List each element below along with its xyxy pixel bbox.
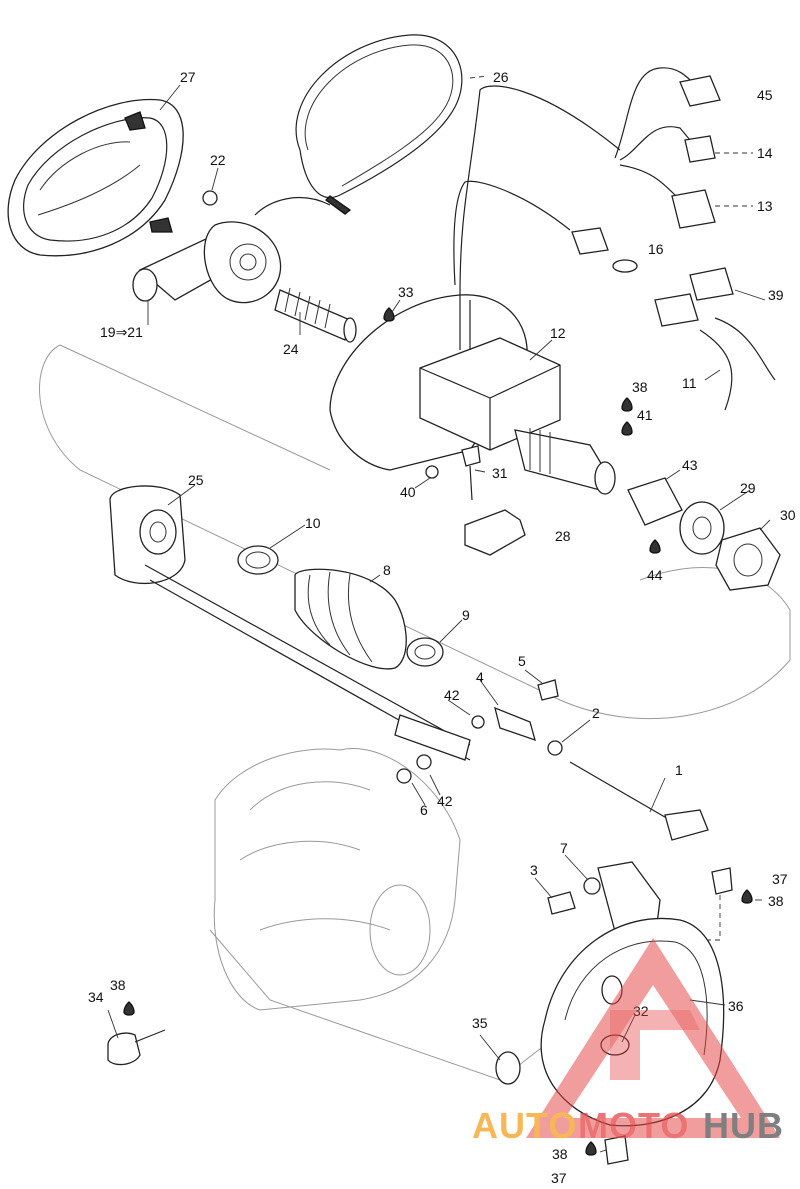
small-hardware-upper bbox=[383, 307, 526, 556]
callout-16: 16 bbox=[648, 241, 664, 257]
callout-11: 11 bbox=[682, 375, 697, 391]
callout-42-lower: 42 bbox=[437, 793, 453, 809]
engine-block bbox=[209, 748, 546, 1081]
callout-12: 12 bbox=[550, 325, 566, 341]
watermark-text-moto: MOTO bbox=[578, 1105, 689, 1146]
watermark-text-hub: HUB bbox=[703, 1105, 784, 1146]
shaft-and-mount bbox=[109, 485, 471, 761]
callout-37-bottom: 37 bbox=[551, 1170, 567, 1186]
callout-3: 3 bbox=[530, 862, 538, 878]
callout-9: 9 bbox=[462, 607, 470, 623]
motor-assembly bbox=[132, 190, 331, 304]
callout-38-left: 38 bbox=[110, 977, 126, 993]
callout-25: 25 bbox=[188, 472, 204, 488]
callout-24: 24 bbox=[283, 341, 299, 357]
callout-38-bottom: 38 bbox=[552, 1146, 568, 1162]
callout-42-upper: 42 bbox=[444, 687, 460, 703]
callout-37-upper: 37 bbox=[772, 871, 788, 887]
callout-38-upper: 38 bbox=[632, 379, 648, 395]
callout-14: 14 bbox=[757, 145, 773, 161]
callout-22: 22 bbox=[210, 152, 226, 168]
callout-19-21: 19⇒21 bbox=[100, 324, 143, 340]
callout-39: 39 bbox=[768, 287, 784, 303]
callout-10: 10 bbox=[305, 515, 321, 531]
callout-5: 5 bbox=[518, 653, 526, 669]
callout-2: 2 bbox=[592, 705, 600, 721]
callout-45: 45 bbox=[757, 87, 773, 103]
cable-loop bbox=[295, 34, 463, 215]
callout-8: 8 bbox=[383, 562, 391, 578]
watermark-triangle bbox=[526, 938, 780, 1138]
boot-and-clamps bbox=[237, 545, 444, 670]
actuator-housing bbox=[329, 85, 621, 495]
callout-4: 4 bbox=[476, 669, 484, 685]
callout-43: 43 bbox=[682, 457, 698, 473]
callout-26: 26 bbox=[493, 69, 509, 85]
callout-31: 31 bbox=[492, 465, 508, 481]
right-side-hardware bbox=[621, 397, 781, 591]
watermark-logo: AUTO MOTO HUB bbox=[472, 938, 784, 1146]
leader-lines bbox=[107, 75, 771, 1153]
bolt-34 bbox=[107, 1001, 166, 1066]
watermark-inner-mark bbox=[610, 1010, 700, 1080]
callout-6: 6 bbox=[420, 802, 428, 818]
callout-35: 35 bbox=[472, 1015, 488, 1031]
callout-27: 27 bbox=[180, 69, 196, 85]
callout-numbers: 27 22 26 45 14 13 16 33 39 19⇒21 24 12 1… bbox=[88, 69, 796, 1186]
watermark-text-auto: AUTO bbox=[472, 1105, 577, 1146]
callout-28: 28 bbox=[555, 528, 571, 544]
callout-40: 40 bbox=[400, 484, 416, 500]
callout-38-right: 38 bbox=[768, 893, 784, 909]
wiring-harness bbox=[571, 67, 776, 411]
callout-34: 34 bbox=[88, 989, 104, 1005]
callout-30: 30 bbox=[780, 507, 796, 523]
callout-13: 13 bbox=[757, 198, 773, 214]
worm-screw bbox=[274, 287, 357, 343]
callout-1: 1 bbox=[675, 762, 683, 778]
callout-29: 29 bbox=[740, 480, 756, 496]
callout-7: 7 bbox=[560, 840, 568, 856]
phantom-outline-top bbox=[59, 344, 331, 471]
callout-36: 36 bbox=[728, 998, 744, 1014]
callout-41: 41 bbox=[637, 407, 653, 423]
linkage bbox=[394, 679, 709, 841]
callout-44: 44 bbox=[647, 567, 663, 583]
callout-33: 33 bbox=[398, 284, 414, 300]
headlight-reflector bbox=[7, 98, 184, 257]
